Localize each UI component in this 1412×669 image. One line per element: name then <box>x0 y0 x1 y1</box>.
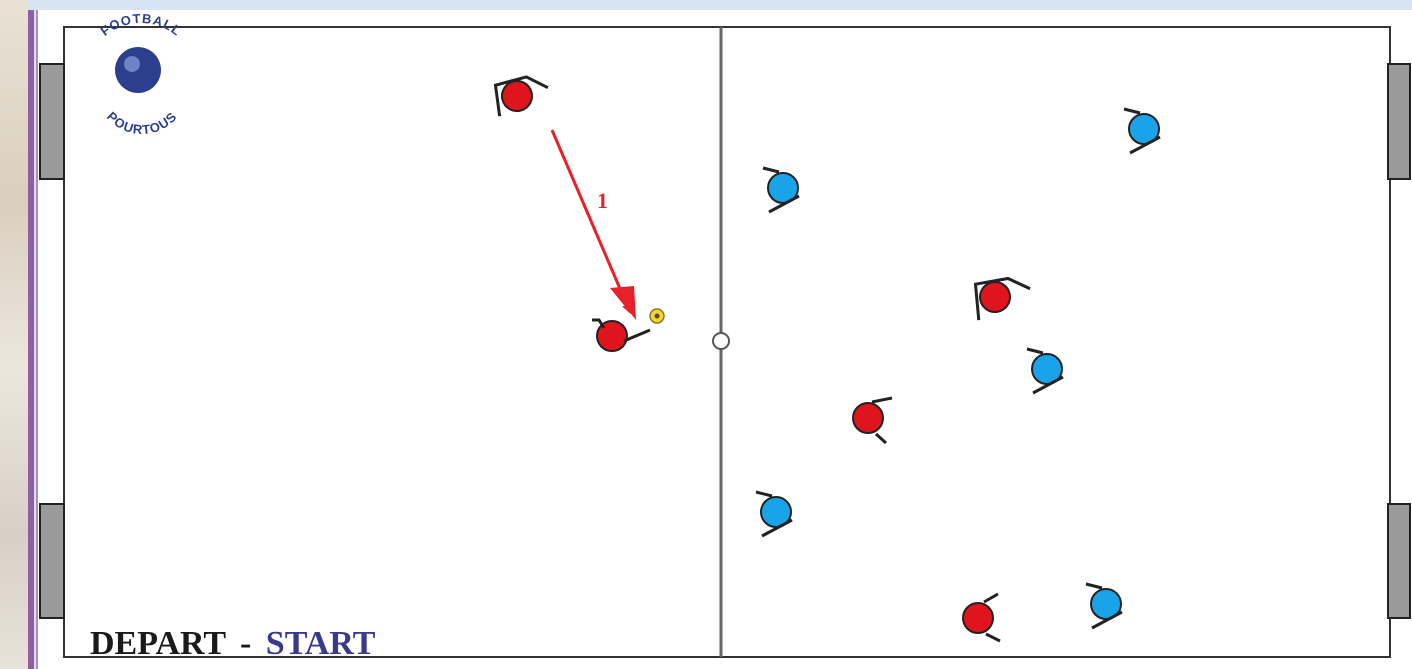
pass-arrow <box>550 129 632 314</box>
ball-icon <box>649 308 665 324</box>
player-red <box>592 318 651 352</box>
player-red <box>962 592 1001 643</box>
player-blue <box>1085 582 1123 630</box>
logo-globe-icon <box>115 47 161 93</box>
caption-depart: DEPART <box>90 625 226 662</box>
player-blue <box>1026 347 1064 395</box>
player-blue <box>755 490 793 538</box>
player-blue <box>762 166 800 214</box>
goal-left-top <box>39 63 65 180</box>
decorative-border <box>0 0 28 669</box>
player-red <box>973 276 1031 321</box>
player-red <box>493 75 549 117</box>
decorative-bar <box>28 10 34 669</box>
caption-separator: - <box>240 625 251 662</box>
pass-label: 1 <box>597 188 608 213</box>
goal-left-bottom <box>39 503 65 619</box>
center-spot <box>712 332 730 350</box>
goal-right-top <box>1387 63 1411 180</box>
player-red <box>852 396 893 445</box>
decorative-bar-thin <box>36 10 38 669</box>
caption-start: START <box>266 625 376 662</box>
pass-arrow-head <box>610 286 636 320</box>
player-blue <box>1123 107 1161 155</box>
caption: DEPART - START <box>90 625 376 662</box>
goal-right-bottom <box>1387 503 1411 619</box>
